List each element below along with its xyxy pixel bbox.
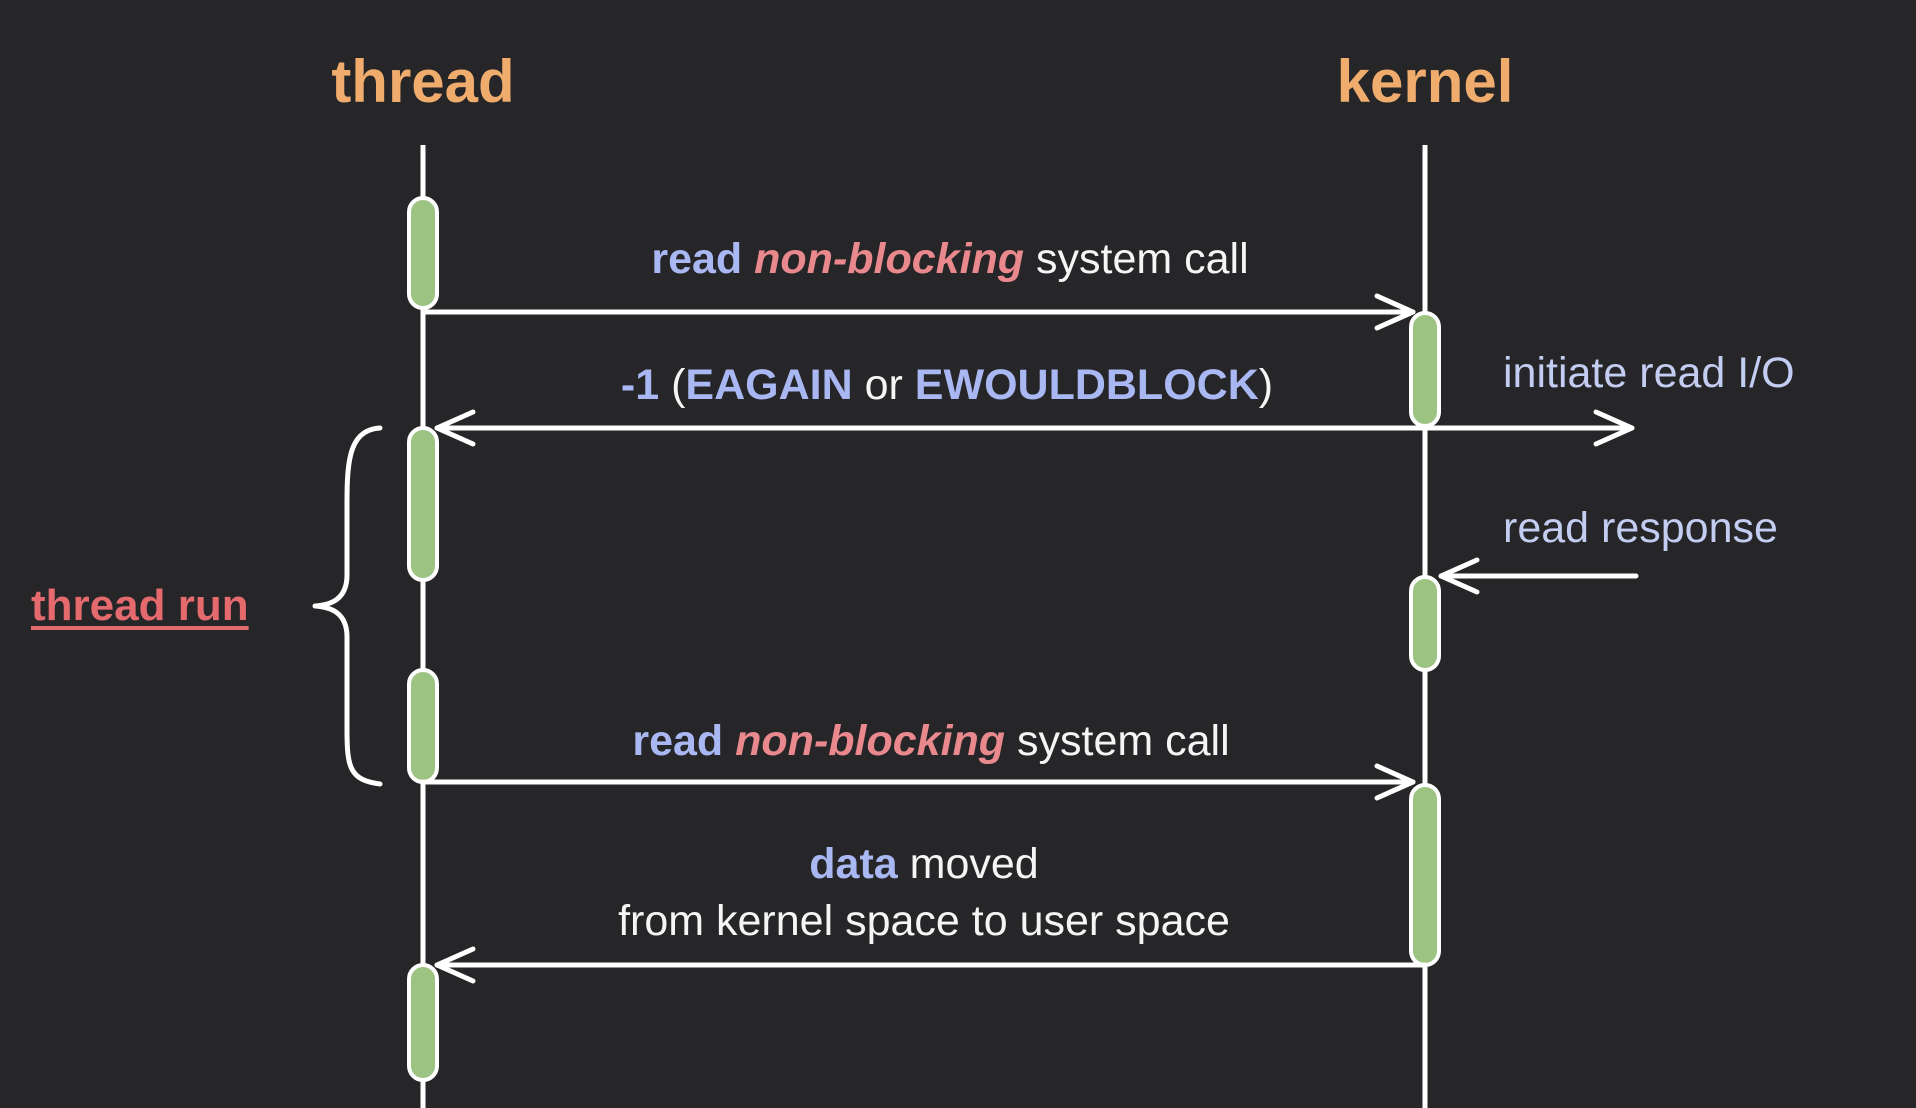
msg4-data-keyword: data bbox=[809, 840, 898, 888]
arrow-eagain-return-head bbox=[434, 409, 476, 447]
arrow-read-response-head bbox=[1438, 557, 1480, 595]
msg1-system-call-text: system call bbox=[1036, 235, 1249, 283]
msg2-eagain-keyword: EAGAIN bbox=[685, 361, 853, 409]
msg2-or-text: or bbox=[864, 361, 903, 409]
msg3-system-call-text: system call bbox=[1017, 717, 1230, 765]
message-syscall-2: read non-blocking system call bbox=[632, 720, 1229, 763]
kernel-header: kernel bbox=[1336, 48, 1514, 115]
thread-activation-2 bbox=[407, 426, 439, 582]
arrow-syscall-1-head bbox=[1374, 293, 1416, 331]
kernel-activation-3 bbox=[1409, 783, 1441, 967]
msg3-read-keyword: read bbox=[632, 717, 724, 765]
kernel-activation-2 bbox=[1409, 575, 1441, 672]
arrow-data-return-head bbox=[434, 946, 476, 984]
arrow-initiate-io-head bbox=[1593, 409, 1635, 447]
message-data-moved: data moved bbox=[809, 843, 1038, 886]
thread-activation-1 bbox=[407, 196, 439, 310]
thread-run-label: thread run bbox=[31, 581, 249, 630]
msg2-close-paren: ) bbox=[1258, 361, 1274, 409]
read-response-label: read response bbox=[1503, 504, 1778, 552]
thread-run-brace bbox=[312, 425, 383, 787]
message-syscall-1: read non-blocking system call bbox=[651, 238, 1248, 281]
message-eagain: -1 (EAGAIN or EWOULDBLOCK) bbox=[621, 364, 1273, 407]
msg4-moved-text: moved bbox=[909, 840, 1039, 888]
thread-header: thread bbox=[331, 48, 515, 115]
thread-activation-4 bbox=[407, 963, 439, 1082]
msg2-open-paren: ( bbox=[671, 361, 686, 409]
msg2-minus-one: -1 bbox=[620, 361, 660, 409]
initiate-read-io-label: initiate read I/O bbox=[1503, 349, 1795, 397]
msg1-nonblocking-keyword: non-blocking bbox=[754, 235, 1025, 283]
msg3-nonblocking-keyword: non-blocking bbox=[735, 717, 1006, 765]
message-data-moved-line2: from kernel space to user space bbox=[618, 897, 1230, 945]
msg2-ewouldblock-keyword: EWOULDBLOCK bbox=[914, 361, 1259, 409]
kernel-activation-1 bbox=[1409, 311, 1441, 428]
msg1-read-keyword: read bbox=[651, 235, 743, 283]
arrow-syscall-2-head bbox=[1374, 763, 1416, 801]
thread-activation-3 bbox=[407, 668, 439, 784]
